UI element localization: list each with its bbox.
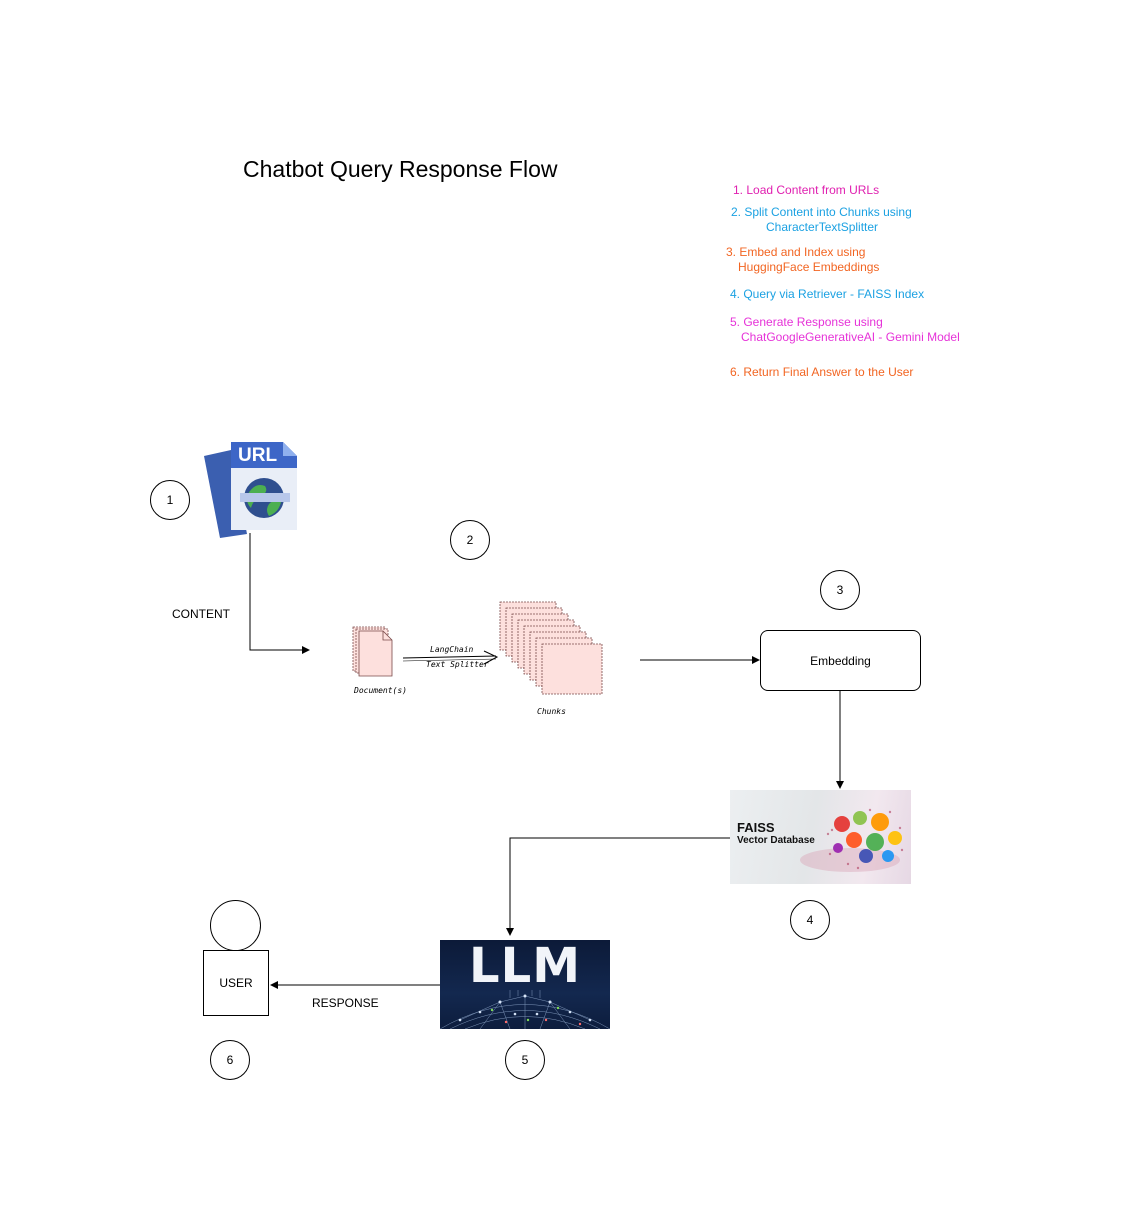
step-2-line1: 2. Split Content into Chunks using	[731, 205, 912, 219]
step-3-line1: 3. Embed and Index using	[726, 245, 866, 259]
splitter-arrow-icon	[402, 650, 499, 665]
step-4-line1: 4. Query via Retriever - FAISS Index	[730, 287, 925, 301]
document-icon	[352, 626, 398, 678]
response-label: RESPONSE	[312, 996, 379, 1010]
faiss-vector-database-image: FAISS Vector Database	[730, 790, 911, 884]
marker-4: 4	[790, 900, 830, 940]
step-1-line1: 1. Load Content from URLs	[733, 183, 880, 197]
faiss-subtitle: Vector Database	[737, 835, 815, 846]
embedding-box: Embedding	[760, 630, 921, 691]
user-box: USER	[203, 950, 269, 1016]
chunks-stack-icon	[498, 600, 606, 696]
faiss-title: FAISS	[737, 820, 775, 835]
llm-image: LLM	[440, 940, 610, 1029]
content-label: CONTENT	[172, 607, 230, 621]
content-arrow	[249, 533, 310, 654]
step-3: 3. Embed and Index using HuggingFace Emb…	[726, 245, 879, 275]
embedding-label: Embedding	[810, 653, 871, 668]
diagram-title: Chatbot Query Response Flow	[243, 156, 558, 182]
marker-3: 3	[820, 570, 860, 610]
splitter-label-top: LangChain	[430, 645, 474, 654]
step-5-line1: 5. Generate Response using	[730, 315, 883, 329]
step-4: 4. Query via Retriever - FAISS Index	[730, 287, 924, 302]
step-2-line2: CharacterTextSplitter	[766, 220, 879, 234]
document-label: Document(s)	[354, 686, 407, 695]
user-head-icon	[210, 900, 261, 951]
step-5: 5. Generate Response using ChatGoogleGen…	[730, 315, 960, 345]
url-document-icon: URL	[203, 442, 299, 538]
step-2: 2. Split Content into Chunks using Chara…	[731, 205, 912, 235]
step-3-line2: HuggingFace Embeddings	[738, 260, 880, 274]
step-6: 6. Return Final Answer to the User	[730, 365, 913, 380]
llm-text: LLM	[469, 940, 581, 994]
chunks-label: Chunks	[537, 707, 566, 716]
marker-1: 1	[150, 480, 190, 520]
url-icon-text: URL	[238, 445, 278, 466]
faiss-to-llm-arrow	[506, 837, 730, 936]
marker-5: 5	[505, 1040, 545, 1080]
marker-6: 6	[210, 1040, 250, 1080]
splitter-label-bottom: Text Splitter	[426, 660, 489, 669]
step-6-line1: 6. Return Final Answer to the User	[730, 365, 914, 379]
step-1: 1. Load Content from URLs	[733, 183, 879, 198]
step-5-line2: ChatGoogleGenerativeAI - Gemini Model	[741, 330, 960, 344]
marker-2: 2	[450, 520, 490, 560]
user-label: USER	[219, 976, 253, 990]
